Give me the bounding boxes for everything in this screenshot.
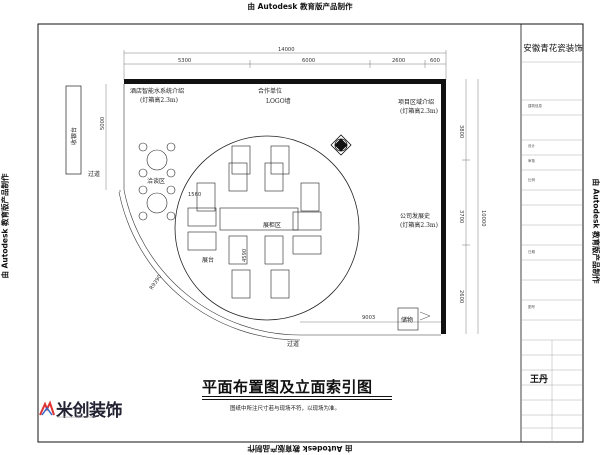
dim-right-total: 10000: [480, 210, 486, 227]
dim-top-seg-3: 2600: [392, 58, 405, 64]
thin-walls: [118, 84, 441, 341]
label-cooperation: 合作单位: [258, 87, 282, 95]
storage-label: 储物: [401, 316, 413, 324]
label-water-system-sub: (灯箱高2.3m): [140, 96, 178, 104]
cashier-counter: [65, 85, 82, 175]
title-block-rows: [521, 61, 583, 442]
title-underline-thin: [202, 399, 392, 400]
tb-signature: 王丹: [530, 375, 549, 385]
passage-label-left: 过道: [88, 170, 100, 178]
cashier-label: 收银台: [70, 127, 78, 145]
label-water-system: 酒店智能水系统介绍: [130, 87, 184, 95]
brand-subtitle: MI CHUANG DECORATION: [57, 415, 96, 419]
dim-right-seg-3: 2600: [458, 290, 464, 303]
storage-box: [397, 307, 419, 331]
tb-scale: 比例: [528, 178, 535, 182]
watermark-top: 由 Autodesk 教育版产品制作: [247, 2, 353, 11]
tb-designer: 设计: [528, 144, 535, 148]
label-project-intro-sub: (灯箱高2.3m): [400, 107, 438, 115]
tb-checker: 审核: [528, 159, 535, 163]
title-underline: [202, 396, 392, 397]
passage-label-bottom: 过道: [287, 340, 299, 348]
dim-right-seg-1: 3800: [458, 125, 464, 138]
dim-slot: 4590: [242, 249, 248, 262]
label-company-dev: 公司发展史: [400, 212, 430, 220]
dim-top-seg-1: 5300: [178, 58, 191, 64]
tb-date: 日期: [528, 250, 535, 254]
exhibition-label: 展柜区: [263, 221, 281, 229]
brand-mark-icon: [39, 399, 55, 415]
company-name: 安徽青花瓷装饰: [523, 44, 583, 54]
drawing-note: 图纸中所注尺寸若与现场不符，以现场为准。: [230, 406, 341, 412]
exhibition-stands: [187, 145, 322, 299]
platform-label: 展台: [202, 256, 214, 264]
dim-left: 5000: [100, 117, 106, 130]
negotiation-label: 洽谈区: [147, 177, 165, 185]
drawing-title: 平面布置图及立面索引图: [202, 378, 373, 396]
brand-name: 米创装饰: [56, 401, 123, 421]
brand-logo: 米创装饰 MI CHUANG DECORATION: [38, 396, 123, 421]
walls: [124, 79, 446, 334]
dim-top-total: 14000: [278, 47, 295, 53]
negotiation-tables: [138, 142, 176, 221]
dim-right-seg-2: 3700: [458, 210, 464, 223]
dim-bottom: 9003: [362, 315, 375, 321]
tb-sheet-no: 图号: [528, 305, 535, 309]
bottom-right-marks: [419, 311, 431, 321]
dimension-lines: [105, 50, 479, 334]
dim-top-seg-2: 6000: [302, 58, 315, 64]
dim-top-right: 600: [430, 58, 440, 64]
elevation-index-icon: [330, 134, 352, 156]
label-company-dev-sub: (灯箱高2.3m): [400, 221, 438, 229]
label-logo-wall: LOGO墙: [266, 97, 291, 105]
dim-radius: R9390: [149, 274, 164, 291]
dim-arc: 1560: [188, 192, 201, 198]
tb-drawing-label: 建筑信息: [528, 104, 542, 108]
label-project-intro: 项目区域介绍: [398, 98, 434, 106]
exhibition-circle: [174, 135, 360, 321]
